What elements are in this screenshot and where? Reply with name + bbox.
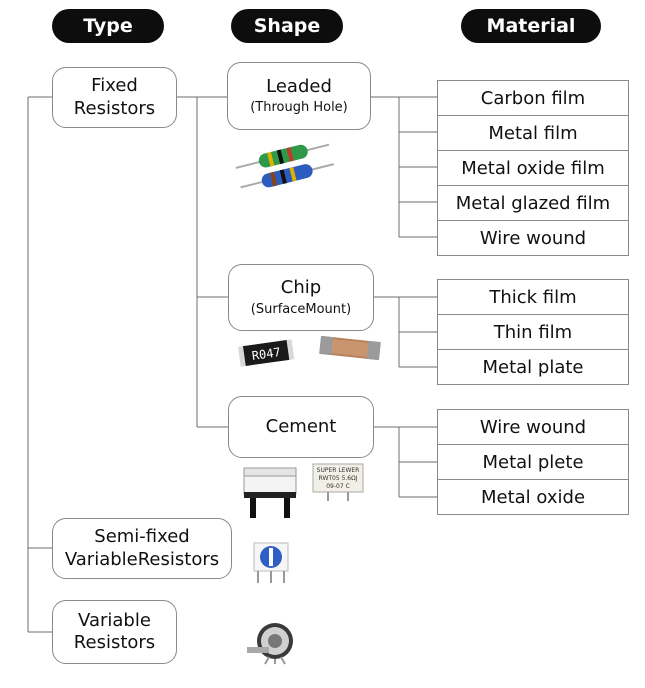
trimmer-potentiometer-image	[253, 542, 289, 583]
metal-plate-chip-image	[319, 335, 381, 361]
semi-fixed-line2: VariableResistors	[64, 548, 220, 570]
leaded-label: Leaded	[266, 75, 332, 97]
material-header: Material	[461, 9, 601, 43]
cement-marking-line2: RWT05 5.6ΩJ	[319, 475, 358, 482]
fixed-resistors-line1: Fixed	[91, 75, 138, 96]
material-metal-plate: Metal plate	[437, 349, 629, 385]
chip-resistor-image: R047	[238, 339, 295, 367]
leaded-shape-node: Leaded (Through Hole)	[227, 62, 371, 130]
variable-resistors-node: Variable Resistors	[52, 600, 177, 664]
material-cement-wire-wound: Wire wound	[437, 409, 629, 445]
semi-fixed-line1: Semi-fixed	[94, 526, 190, 547]
material-metal-plete: Metal plete	[437, 444, 629, 480]
fixed-resistors-line2: Resistors	[73, 97, 156, 119]
material-metal-glazed-film: Metal glazed film	[437, 185, 629, 221]
cement-marking-line1: SUPER LEWER	[317, 467, 360, 474]
cement-label: Cement	[265, 415, 337, 437]
variable-resistors-line1: Variable	[78, 609, 151, 631]
leaded-resistor-image	[235, 143, 334, 189]
chip-sublabel: (SurfaceMount)	[250, 301, 352, 317]
chip-shape-node: Chip (SurfaceMount)	[228, 264, 374, 331]
material-metal-oxide-film: Metal oxide film	[437, 150, 629, 186]
material-metal-film: Metal film	[437, 115, 629, 151]
material-thin-film: Thin film	[437, 314, 629, 350]
material-metal-oxide: Metal oxide	[437, 479, 629, 515]
chip-label: Chip	[280, 277, 322, 299]
material-carbon-film: Carbon film	[437, 80, 629, 116]
chip-marking-text: R047	[251, 345, 282, 363]
fixed-resistors-node: Fixed Resistors	[52, 67, 177, 128]
variable-resistors-line2: Resistors	[73, 632, 156, 653]
cement-marking-line3: 09-07 C	[326, 483, 350, 490]
leaded-sublabel: (Through Hole)	[250, 100, 348, 116]
material-thick-film: Thick film	[437, 279, 629, 315]
potentiometer-image	[247, 623, 293, 665]
cement-shape-node: Cement	[228, 396, 374, 458]
type-header: Type	[52, 9, 164, 43]
cement-resistor-image	[243, 467, 297, 518]
shape-header: Shape	[231, 9, 343, 43]
cement-resistor-marked-image: SUPER LEWER RWT05 5.6ΩJ 09-07 C	[312, 463, 364, 501]
semi-fixed-variable-resistors-node: Semi-fixed VariableResistors	[52, 518, 232, 579]
material-wire-wound: Wire wound	[437, 220, 629, 256]
